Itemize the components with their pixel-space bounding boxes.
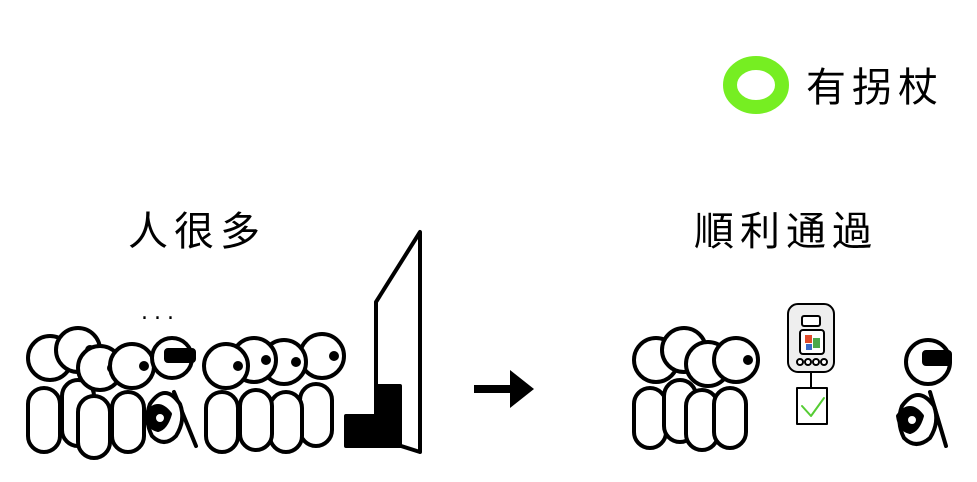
person-figure bbox=[76, 344, 124, 460]
card-reader-icon bbox=[787, 303, 835, 425]
ellipsis-indicator: ... bbox=[141, 300, 180, 325]
gate-barrier bbox=[344, 230, 422, 454]
green-ring-icon bbox=[723, 56, 789, 114]
person-figure bbox=[202, 342, 250, 454]
blind-person-with-cane bbox=[144, 336, 198, 448]
scene-right-caption: 順利通過 bbox=[694, 209, 878, 255]
blind-person-with-cane bbox=[896, 338, 952, 448]
crowd-left bbox=[26, 326, 346, 460]
crowd-right bbox=[632, 326, 760, 452]
person-figure bbox=[298, 332, 346, 448]
person-figure bbox=[108, 342, 156, 454]
person-figure bbox=[712, 336, 760, 450]
badge-label: 有拐杖 bbox=[806, 65, 944, 111]
arrow-right-icon bbox=[474, 370, 534, 408]
checkmark-icon bbox=[801, 397, 825, 417]
scene-left-caption: 人很多 bbox=[128, 209, 266, 255]
